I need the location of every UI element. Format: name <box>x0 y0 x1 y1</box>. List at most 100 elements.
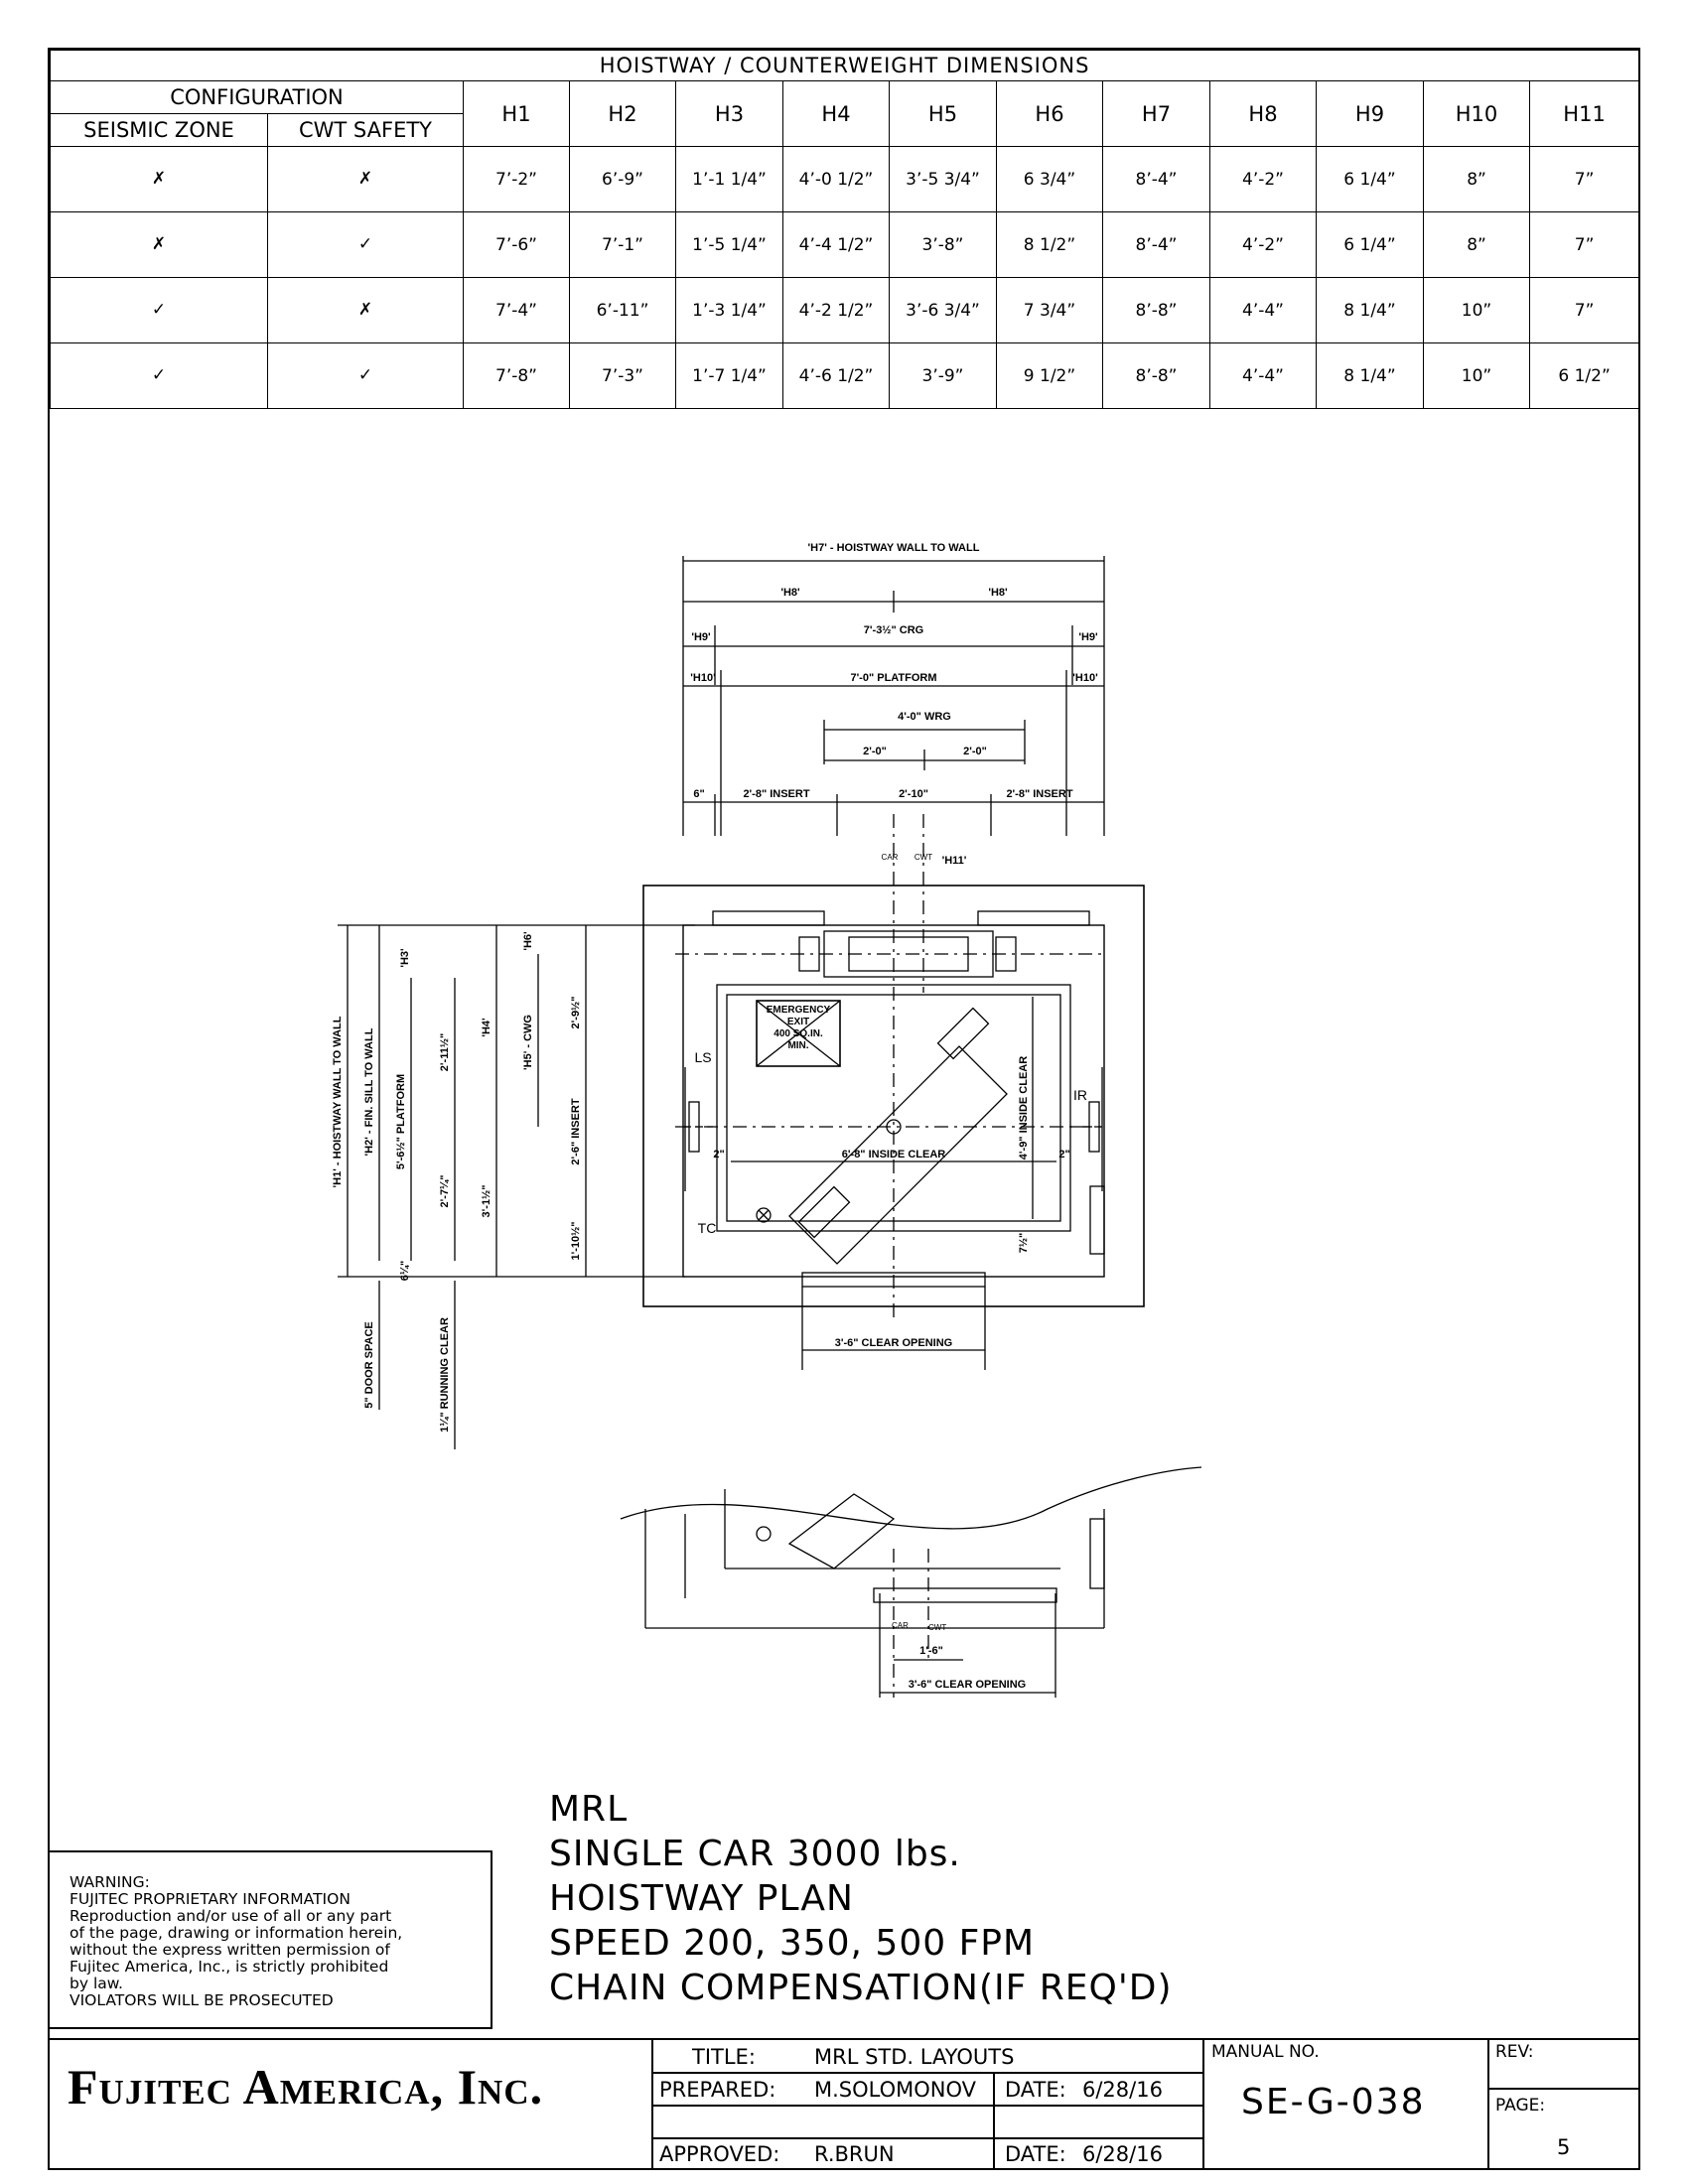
clear-opening-label: 3'-6" CLEAR OPENING <box>835 1337 952 1349</box>
left-dimensions: 'H1' - HOISTWAY WALL TO WALL 'H2' - FIN.… <box>332 924 986 1449</box>
page-number: 5 <box>1557 2135 1571 2159</box>
wrg-half-left: 2'-0" <box>863 746 887 757</box>
cl-car-bottom: CAR <box>892 1621 909 1630</box>
wrg-label: 4'-0" WRG <box>898 711 951 723</box>
note-line: SPEED 200, 350, 500 FPM <box>549 1923 1036 1964</box>
value-cell: 8’-8” <box>1102 277 1210 343</box>
table-row: ✗ ✗ 7’-2” 6’-9” 1’-1 1/4” 4’-0 1/2” 3’-5… <box>50 146 1640 212</box>
prepared-value: M.SOLOMONOV <box>814 2078 977 2102</box>
col-header: H11 <box>1528 80 1640 147</box>
warning-line: of the page, drawing or information here… <box>70 1924 403 1942</box>
note-line: CHAIN COMPENSATION(IF REQ'D) <box>549 1968 1173 2008</box>
approved-label: APPROVED: <box>659 2142 780 2166</box>
wrg-half-right: 2'-0" <box>963 746 987 757</box>
note-line: HOISTWAY PLAN <box>549 1878 854 1919</box>
ir-label: IR <box>1073 1087 1087 1103</box>
value-cell: 4’-6 1/2” <box>782 342 890 409</box>
value-cell: 4’-2 1/2” <box>782 277 890 343</box>
value-cell: 7’-6” <box>463 211 570 278</box>
value-cell: 7’-3” <box>569 342 676 409</box>
h1-label: 'H1' - HOISTWAY WALL TO WALL <box>332 1016 344 1187</box>
emergency-exit-4: MIN. <box>787 1040 808 1051</box>
table-row: ✓ ✗ 7’-4” 6’-11” 1’-3 1/4” 4’-2 1/2” 3’-… <box>50 277 1640 343</box>
h4-label: 'H4' <box>481 1018 492 1037</box>
rev-label: REV: <box>1495 2042 1534 2062</box>
d2-9-label: 2'-9½" <box>570 997 582 1029</box>
page-label: PAGE: <box>1495 2096 1546 2116</box>
warning-line: by law. <box>70 1975 123 1992</box>
value-cell: 1’-7 1/4” <box>675 342 783 409</box>
date-prepared: 6/28/16 <box>1082 2078 1163 2102</box>
value-cell: 1’-3 1/4” <box>675 277 783 343</box>
inside-clear-width: 6'-8" INSIDE CLEAR <box>842 1149 945 1160</box>
warning-line: Reproduction and/or use of all or any pa… <box>70 1907 392 1925</box>
value-cell: 8’-8” <box>1102 342 1210 409</box>
cwt-safety-header: CWT SAFETY <box>267 113 464 147</box>
h2-label: 'H2' - FIN. SILL TO WALL <box>363 1027 375 1156</box>
warning-box: WARNING: FUJITEC PROPRIETARY INFORMATION… <box>50 1850 492 2029</box>
value-cell: 6’-9” <box>569 146 676 212</box>
col-header: H6 <box>996 80 1103 147</box>
value-cell: 4’-2” <box>1209 211 1317 278</box>
note-line: MRL <box>549 1789 629 1830</box>
h8-left-label: 'H8' <box>780 587 800 599</box>
manual-label: MANUAL NO. <box>1211 2042 1320 2062</box>
six-inch-label: 6" <box>693 788 704 800</box>
cl-cwt-top: CWT <box>914 853 932 862</box>
door-space-label: 5" DOOR SPACE <box>363 1321 375 1409</box>
date-approved: 6/28/16 <box>1082 2142 1163 2166</box>
d1-10-label: 1'-10½" <box>570 1221 582 1260</box>
value-cell: 8 1/4” <box>1316 277 1424 343</box>
value-cell: 3’-6 3/4” <box>889 277 997 343</box>
warning-line: without the express written permission o… <box>70 1941 390 1959</box>
dimensions-table: HOISTWAY / COUNTERWEIGHT DIMENSIONS CONF… <box>49 50 1640 409</box>
chain-compensation-detail: CAR CWT 1'-6" 3'-6" CLEAR OPENING <box>620 1466 1202 1698</box>
value-cell: 1’-1 1/4” <box>675 146 783 212</box>
value-cell: 8’-4” <box>1102 211 1210 278</box>
cwt-cell: ✓ <box>267 342 464 409</box>
seven-half-label: 7½" <box>1018 1233 1030 1254</box>
two-inch-left: 2" <box>713 1149 724 1160</box>
h6-label: 'H6' <box>522 931 534 951</box>
d2-7-label: 2'-7¼" <box>439 1175 451 1208</box>
emergency-exit-1: EMERGENCY <box>767 1005 831 1016</box>
value-cell: 7” <box>1528 211 1640 278</box>
warning-line: WARNING: <box>70 1873 150 1891</box>
value-cell: 8’-4” <box>1102 146 1210 212</box>
cwt-cell: ✗ <box>267 277 464 343</box>
value-cell: 4’-2” <box>1209 146 1317 212</box>
one-six-label: 1'-6" <box>919 1645 943 1657</box>
value-cell: 7’-1” <box>569 211 676 278</box>
running-clear-label: 1¼" RUNNING CLEAR <box>439 1317 451 1433</box>
value-cell: 7’-2” <box>463 146 570 212</box>
h8-right-label: 'H8' <box>988 587 1008 599</box>
company-logo: Fujitec America, Inc. <box>68 2059 544 2115</box>
table-row: ✗ ✓ 7’-6” 7’-1” 1’-5 1/4” 4’-4 1/2” 3’-8… <box>50 211 1640 278</box>
table-row: ✓ ✓ 7’-8” 7’-3” 1’-7 1/4” 4’-6 1/2” 3’-9… <box>50 342 1640 409</box>
value-cell: 1’-5 1/4” <box>675 211 783 278</box>
manual-number: SE-G-038 <box>1241 2082 1426 2122</box>
value-cell: 10” <box>1423 342 1530 409</box>
insert-left-label: 2'-8" INSERT <box>743 788 809 800</box>
approved-value: R.BRUN <box>814 2142 895 2166</box>
seismic-zone-header: SEISMIC ZONE <box>50 113 268 147</box>
platform-label: 7'-0" PLATFORM <box>850 672 936 684</box>
drawing-notes: MRL SINGLE CAR 3000 lbs. HOISTWAY PLAN S… <box>549 1787 1173 2010</box>
value-cell: 10” <box>1423 277 1530 343</box>
warning-line: FUJITEC PROPRIETARY INFORMATION <box>70 1890 351 1908</box>
clear-opening-bottom: 3'-6" CLEAR OPENING <box>909 1679 1026 1691</box>
warning-line: VIOLATORS WILL BE PROSECUTED <box>70 1991 334 2009</box>
cl-cwt-bottom: CWT <box>928 1623 946 1632</box>
col-header: H2 <box>569 80 676 147</box>
col-header: H7 <box>1102 80 1210 147</box>
value-cell: 7” <box>1528 277 1640 343</box>
value-cell: 6 3/4” <box>996 146 1103 212</box>
value-cell: 7’-8” <box>463 342 570 409</box>
value-cell: 6 1/4” <box>1316 146 1424 212</box>
tc-label: TC <box>698 1220 717 1236</box>
date-label: DATE: <box>1005 2078 1066 2102</box>
h5-label: 'H5' - CWG <box>522 1015 534 1070</box>
top-dimensions: 'H7' - HOISTWAY WALL TO WALL 'H8' 'H8' '… <box>682 542 1105 1320</box>
col-header: H9 <box>1316 80 1424 147</box>
